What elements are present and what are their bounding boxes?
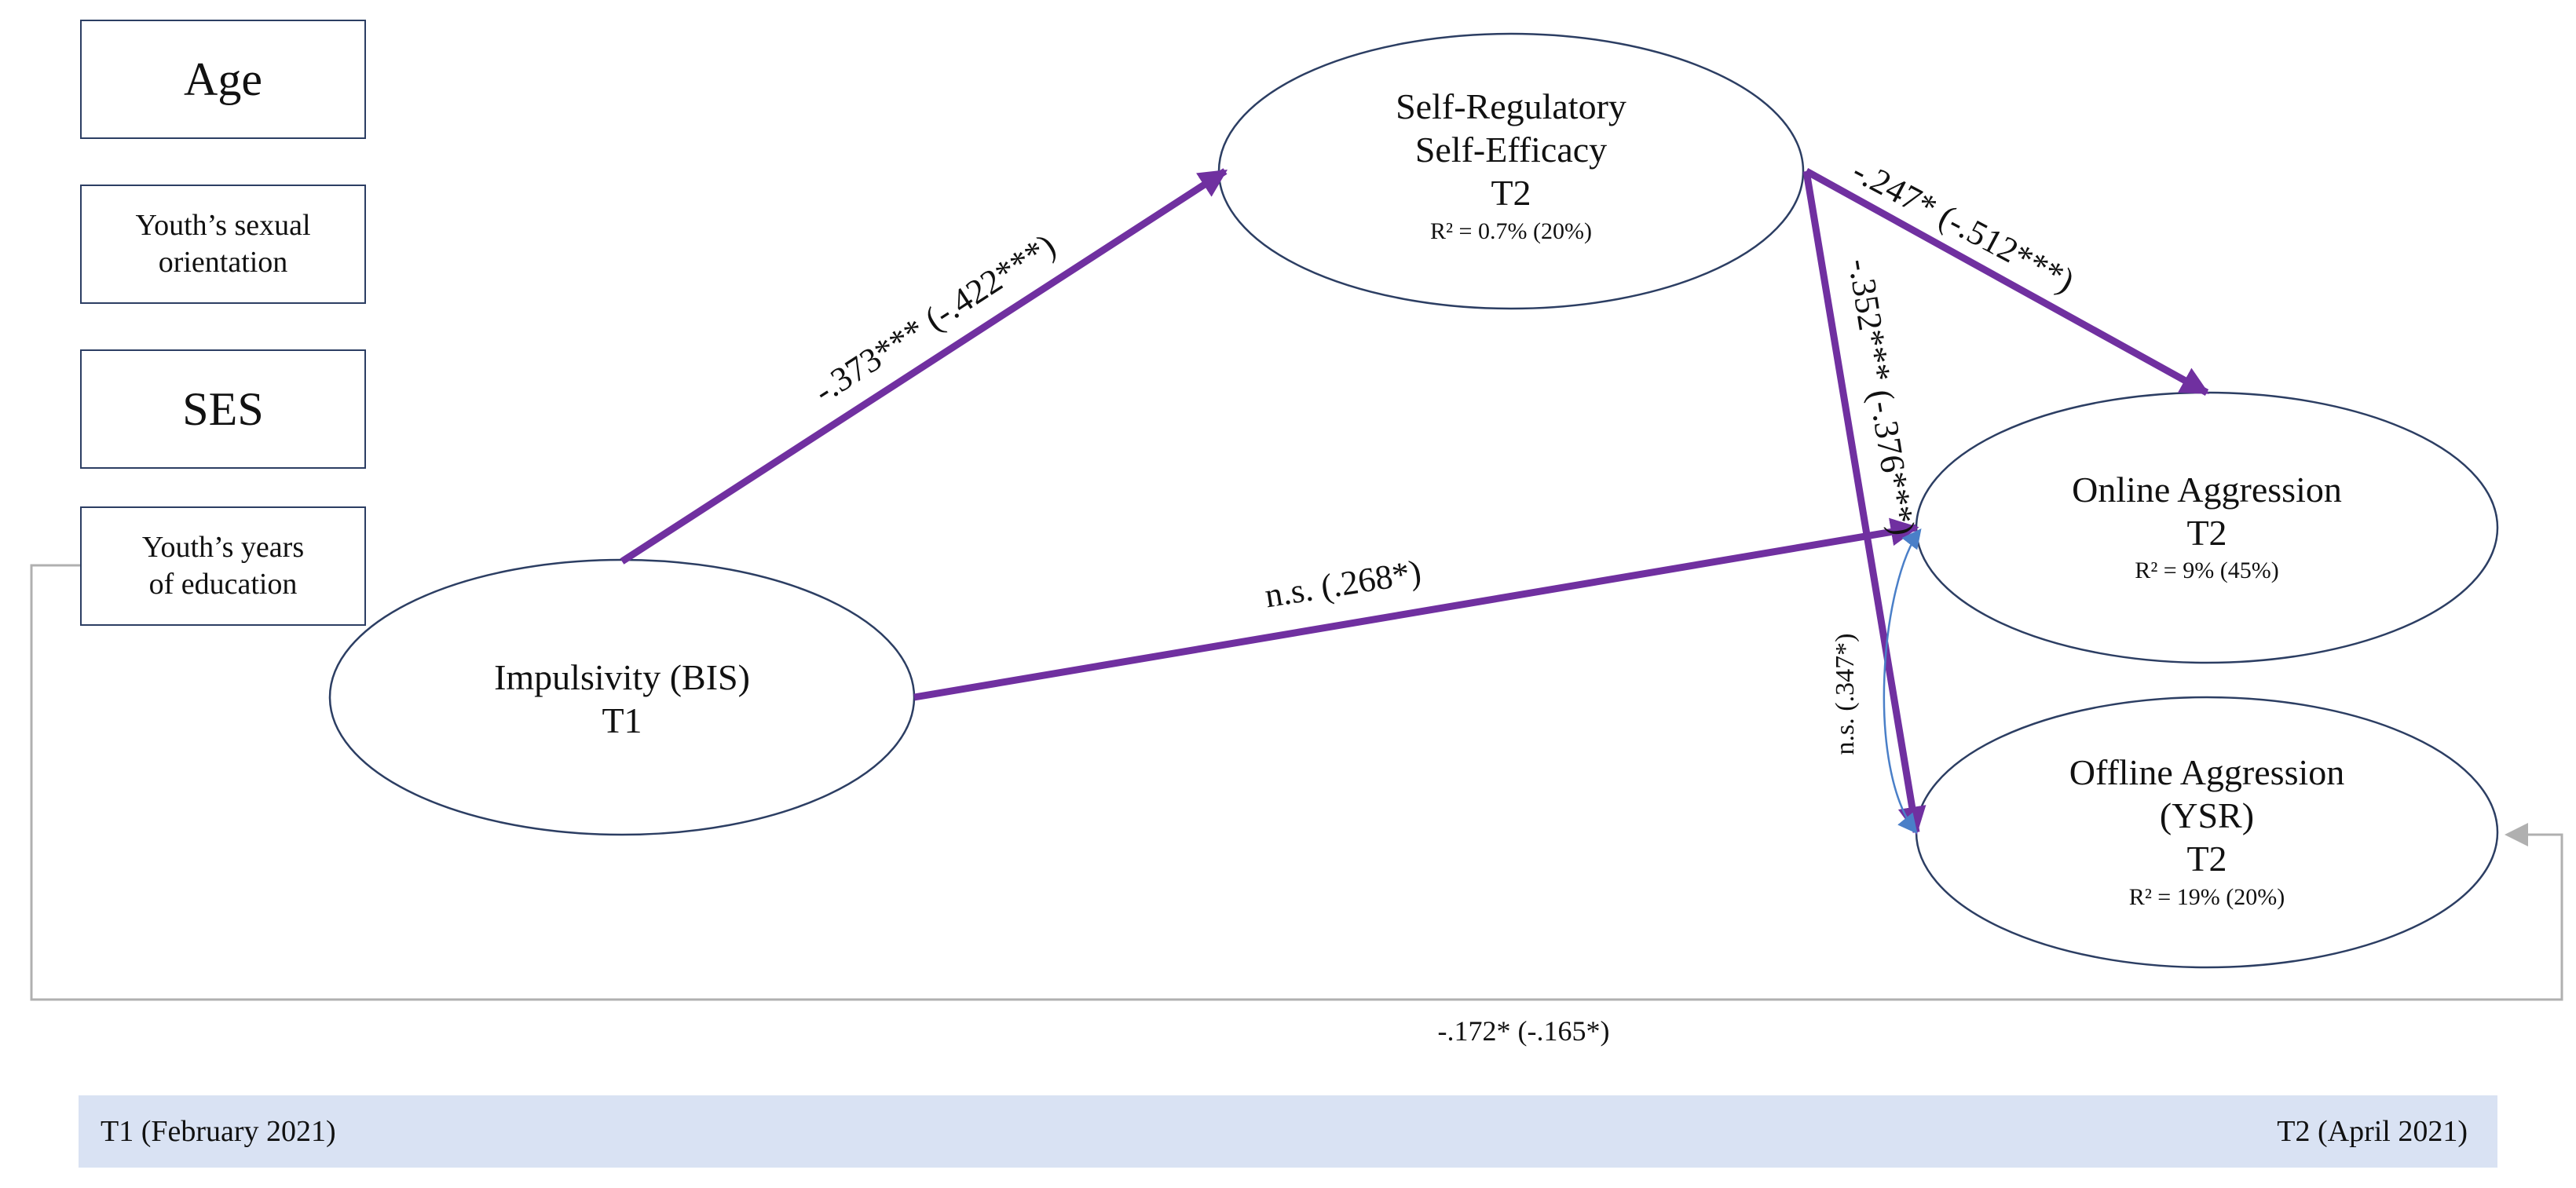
covariate-ses-box: SES — [80, 349, 366, 469]
self-efficacy-title-2: Self-Efficacy — [1414, 130, 1608, 170]
self-efficacy-to-online-path — [1804, 168, 2210, 396]
covariate-years-education-label: Youth’s years of education — [141, 530, 305, 601]
covariate-ses-label: SES — [182, 382, 264, 435]
online-aggression-r2: R² = 9% (45%) — [2135, 557, 2279, 584]
offline-aggression-node-text: Offline Aggression (YSR) T2 R² = 19% (20… — [2069, 751, 2345, 914]
self-efficacy-node-text: Self-Regulatory Self-Efficacy T2 R² = 0.… — [1396, 85, 1626, 248]
covariate-years-education-box: Youth’s years of education — [80, 506, 366, 626]
offline-aggression-subtitle: (YSR) — [2159, 795, 2255, 836]
impulsivity-title: Impulsivity (BIS) — [494, 656, 750, 697]
online-aggression-node-text: Online Aggression T2 R² = 9% (45%) — [2072, 468, 2342, 587]
online-offline-covariance-arc — [1883, 528, 1922, 834]
covariate-age-box: Age — [80, 20, 366, 139]
online-aggression-time: T2 — [2186, 513, 2227, 553]
offline-aggression-r2: R² = 19% (20%) — [2128, 883, 2285, 910]
online-aggression-title: Online Aggression — [2072, 469, 2342, 510]
online-offline-covariance-label: n.s. (.347*) — [1831, 633, 1860, 755]
offline-aggression-time: T2 — [2186, 839, 2227, 879]
timeline-start-label: T1 (February 2021) — [101, 1115, 336, 1148]
offline-aggression-title: Offline Aggression — [2069, 752, 2345, 793]
impulsivity-to-self-efficacy-path — [620, 168, 1228, 565]
impulsivity-node-text: Impulsivity (BIS) T1 — [494, 656, 750, 742]
self-efficacy-title-1: Self-Regulatory — [1396, 86, 1626, 127]
covariates-to-offline-coefficient: -.172* (-.165*) — [1437, 1015, 1610, 1047]
impulsivity-time: T1 — [602, 700, 642, 740]
covariate-sexual-orientation-label: Youth’s sexual orientation — [135, 208, 311, 280]
covariate-age-label: Age — [184, 53, 262, 105]
timeline-bar: T1 (February 2021) T2 (April 2021) — [79, 1095, 2497, 1168]
self-efficacy-time: T2 — [1491, 173, 1531, 214]
covariate-sexual-orientation-box: Youth’s sexual orientation — [80, 185, 366, 304]
covariates-to-offline-path — [30, 564, 2563, 1001]
self-efficacy-r2: R² = 0.7% (20%) — [1430, 217, 1592, 244]
timeline-end-label: T2 (April 2021) — [2277, 1115, 2468, 1148]
impulsivity-to-online-path — [913, 517, 1919, 701]
